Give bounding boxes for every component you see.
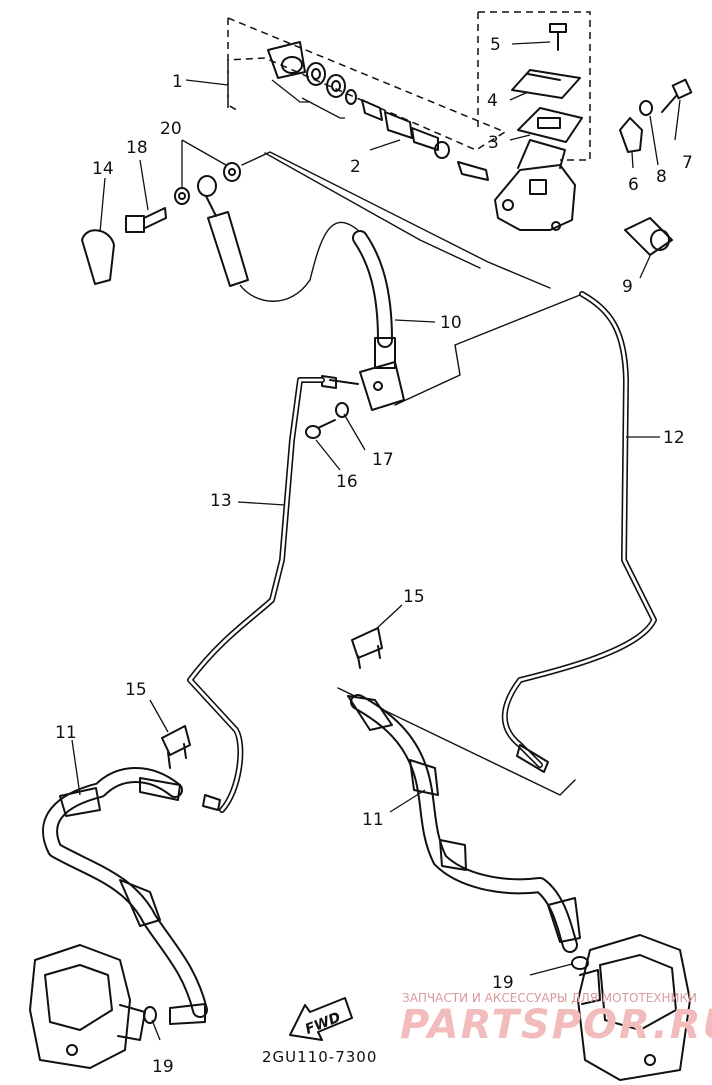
callout-18: 18 (126, 138, 148, 158)
callout-6: 6 (628, 175, 639, 195)
front-brake-hose-right (347, 694, 581, 953)
leader-l19a (151, 1019, 161, 1041)
leader-l18 (139, 159, 149, 211)
boot-part (619, 117, 643, 153)
washer-part-8 (639, 100, 653, 116)
leader-1b (301, 97, 345, 119)
clip-part-15-right (351, 627, 383, 669)
leader-l2 (369, 139, 401, 151)
cap-part-14 (81, 229, 115, 285)
leader-l7 (674, 99, 681, 141)
leader-l13 (237, 501, 286, 506)
callout-13: 13 (210, 491, 232, 511)
callout-4: 4 (487, 91, 498, 111)
leader-l11b (389, 789, 426, 813)
leader-l1 (185, 79, 229, 86)
callout-17: 17 (372, 450, 394, 470)
callout-2: 2 (350, 157, 361, 177)
leader-l4 (509, 91, 529, 101)
assembly-1-dashed-box (227, 17, 507, 151)
callout-11-left: 11 (55, 723, 77, 743)
washer-part-19-left (143, 1006, 157, 1024)
banjo-bolt-part-18 (125, 207, 167, 233)
leader-l16 (315, 439, 341, 471)
leader-l17 (343, 413, 366, 451)
callout-9: 9 (622, 277, 633, 297)
leader-l8 (649, 115, 659, 166)
guide-line-hose-right (337, 687, 576, 796)
washer-part-17 (335, 402, 349, 418)
callout-10: 10 (440, 313, 462, 333)
leader-l6 (631, 151, 634, 169)
pipe-13-end-fitting (202, 794, 221, 811)
master-cylinder-part (494, 139, 576, 231)
leader-l19b (529, 963, 573, 976)
upper-hose-part (197, 175, 361, 302)
piston-kit-part (267, 41, 489, 181)
clip-part-15-left (161, 725, 191, 769)
leader-1a (271, 79, 310, 103)
callout-1: 1 (172, 72, 183, 92)
assembly-master-cylinder-dashed-box (478, 11, 591, 161)
fwd-arrow-icon: FWD (289, 997, 353, 1041)
guide-line-pipe-12 (394, 294, 581, 406)
cap-screw-part (549, 23, 567, 51)
callout-15-right: 15 (403, 587, 425, 607)
front-brake-hose-left (42, 767, 208, 1025)
leader-l5 (511, 41, 551, 45)
watermark-caption: ЗАПЧАСТИ И АКСЕССУАРЫ ДЛЯ МОТОТЕХНИКИ (402, 991, 697, 1005)
caliper-left (29, 944, 146, 1069)
callout-7: 7 (682, 153, 693, 173)
fwd-label: FWD (303, 1009, 343, 1038)
brake-pipe-13 (187, 377, 325, 813)
callout-16: 16 (336, 472, 358, 492)
leader-l14 (99, 177, 106, 233)
reservoir-cap-part (511, 69, 581, 99)
callout-19-left: 19 (152, 1057, 174, 1077)
callout-8: 8 (656, 167, 667, 187)
guide-line-lower (264, 152, 481, 269)
leader-l3 (509, 134, 531, 141)
diaphragm-part (517, 107, 583, 143)
callout-3: 3 (488, 133, 499, 153)
brake-pipe-12 (501, 291, 657, 768)
callout-12: 12 (663, 428, 685, 448)
pipe-12-end-fitting (516, 744, 549, 773)
callout-20: 20 (160, 119, 182, 139)
washer-part-20a (174, 187, 190, 205)
leader-l20b (181, 139, 227, 166)
bushing-part-9 (624, 217, 673, 256)
leader-l10 (394, 319, 436, 323)
callout-5: 5 (490, 35, 501, 55)
watermark-brand: PARTSPOR.RU (400, 1002, 712, 1048)
diagram-part-code: 2GU110-7300 (262, 1048, 377, 1066)
bolt-part-16 (305, 419, 336, 439)
callout-11-right: 11 (362, 810, 384, 830)
guide-line-banjo (241, 151, 551, 289)
leader-l11a (71, 739, 81, 796)
callout-14: 14 (92, 159, 114, 179)
caliper-right (577, 934, 691, 1081)
hose-part-10 (352, 230, 396, 369)
leader-l15b (374, 604, 403, 631)
three-way-joint (321, 361, 405, 411)
washer-part-20b (223, 162, 241, 182)
callout-15-left: 15 (125, 680, 147, 700)
leader-l9 (639, 255, 651, 279)
bolt-part-7 (661, 78, 693, 113)
callout-19-right: 19 (492, 973, 514, 993)
leader-l15a (149, 699, 169, 733)
washer-part-19-right (571, 956, 589, 970)
